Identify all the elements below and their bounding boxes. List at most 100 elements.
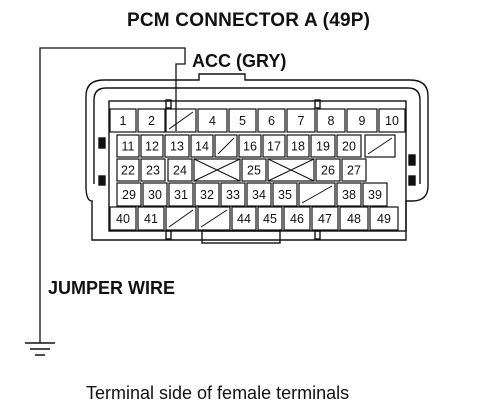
pin-cell bbox=[220, 182, 246, 207]
pin-cell bbox=[272, 182, 298, 207]
pin-cell bbox=[109, 108, 137, 133]
pin-cell bbox=[311, 206, 339, 231]
unused-pin-mark bbox=[168, 111, 194, 130]
pin-number: 20 bbox=[342, 140, 356, 154]
pin-number: 39 bbox=[368, 188, 382, 202]
pin-number: 25 bbox=[247, 164, 261, 178]
pin-number: 18 bbox=[291, 140, 305, 154]
pin-cell bbox=[116, 158, 140, 182]
pin-number: 30 bbox=[148, 188, 162, 202]
ground-icon bbox=[25, 342, 55, 356]
pin-number: 45 bbox=[263, 212, 277, 226]
pin-number: 49 bbox=[377, 212, 391, 226]
jumper-wire-label: JUMPER WIRE bbox=[48, 278, 176, 298]
pin-number: 31 bbox=[174, 188, 188, 202]
unused-pin-mark bbox=[217, 137, 235, 155]
pin-number: 9 bbox=[359, 114, 366, 128]
pin-cell bbox=[140, 158, 166, 182]
pin-cell bbox=[109, 206, 137, 231]
pin-number: 27 bbox=[347, 164, 361, 178]
unused-pin-mark bbox=[367, 137, 393, 155]
pin-number: 38 bbox=[342, 188, 356, 202]
pin-cell bbox=[168, 182, 194, 207]
connector-housing bbox=[85, 73, 429, 244]
pin-cell bbox=[214, 134, 238, 158]
pin-number: 35 bbox=[278, 188, 292, 202]
pin-number: 44 bbox=[237, 212, 251, 226]
pin-cell bbox=[298, 182, 336, 207]
pin-number: 7 bbox=[298, 114, 305, 128]
unused-pin-mark bbox=[200, 209, 228, 228]
acc-label: ACC (GRY) bbox=[192, 51, 287, 71]
unused-pin-mark bbox=[267, 158, 315, 182]
pin-number: 48 bbox=[347, 212, 361, 226]
pin-cell bbox=[197, 206, 231, 231]
pin-cell bbox=[262, 134, 286, 158]
pin-cell bbox=[194, 182, 220, 207]
pin-cell bbox=[231, 206, 257, 231]
pin-number: 34 bbox=[252, 188, 266, 202]
pin-number: 32 bbox=[200, 188, 214, 202]
pin-cell bbox=[346, 108, 378, 133]
pin-cell bbox=[165, 206, 197, 231]
pin-cell bbox=[369, 206, 399, 231]
pin-number: 12 bbox=[145, 140, 159, 154]
pin-cell bbox=[165, 108, 197, 133]
unused-pin-mark bbox=[301, 185, 333, 204]
pin-cell bbox=[137, 108, 166, 133]
pin-number: 19 bbox=[316, 140, 330, 154]
pin-cell bbox=[336, 134, 362, 158]
pin-cell bbox=[246, 182, 272, 207]
pin-number: 2 bbox=[148, 114, 155, 128]
pin-cell bbox=[167, 158, 193, 182]
pin-cell bbox=[286, 108, 316, 133]
pin-number: 4 bbox=[209, 114, 216, 128]
pin-cell bbox=[116, 182, 142, 207]
pin-cell bbox=[197, 108, 228, 133]
pin-cell bbox=[362, 182, 388, 207]
connector-title: PCM CONNECTOR A (49P) bbox=[127, 10, 371, 31]
pin-cell bbox=[193, 158, 241, 182]
pin-number: 41 bbox=[144, 212, 158, 226]
pin-number: 1 bbox=[120, 114, 127, 128]
pin-cell bbox=[378, 108, 406, 133]
pin-cell bbox=[339, 206, 369, 231]
pin-number: 29 bbox=[122, 188, 136, 202]
pin-cell bbox=[238, 134, 262, 158]
terminal-side-caption: Terminal side of female terminals bbox=[86, 383, 350, 403]
pin-number: 6 bbox=[268, 114, 275, 128]
pin-number: 46 bbox=[290, 212, 304, 226]
pin-number: 22 bbox=[121, 164, 135, 178]
pin-cell bbox=[228, 108, 257, 133]
pin-cell bbox=[267, 158, 315, 182]
pin-cell bbox=[140, 134, 164, 158]
pin-cell bbox=[341, 158, 367, 182]
pin-number: 14 bbox=[195, 140, 209, 154]
pin-cell bbox=[142, 182, 168, 207]
pin-number: 13 bbox=[170, 140, 184, 154]
unused-pin-mark bbox=[193, 158, 241, 182]
pin-cell bbox=[283, 206, 311, 231]
pin-cell bbox=[364, 134, 396, 158]
pin-cell bbox=[137, 206, 165, 231]
pin-number: 10 bbox=[385, 114, 399, 128]
pin-number: 11 bbox=[122, 140, 135, 154]
pin-cell bbox=[310, 134, 336, 158]
pin-number: 47 bbox=[318, 212, 332, 226]
pin-number: 26 bbox=[321, 164, 335, 178]
jumper-wire bbox=[39, 47, 186, 343]
pin-cell bbox=[257, 206, 283, 231]
pin-number: 33 bbox=[226, 188, 240, 202]
pin-number: 16 bbox=[243, 140, 257, 154]
pin-cell bbox=[241, 158, 267, 182]
pin-cell bbox=[116, 134, 140, 158]
pin-number: 5 bbox=[239, 114, 246, 128]
pin-cell bbox=[316, 108, 346, 133]
pin-cell bbox=[336, 182, 362, 207]
pin-cell bbox=[286, 134, 310, 158]
pin-number: 23 bbox=[146, 164, 160, 178]
pin-cell bbox=[190, 134, 214, 158]
pin-cell bbox=[164, 134, 190, 158]
